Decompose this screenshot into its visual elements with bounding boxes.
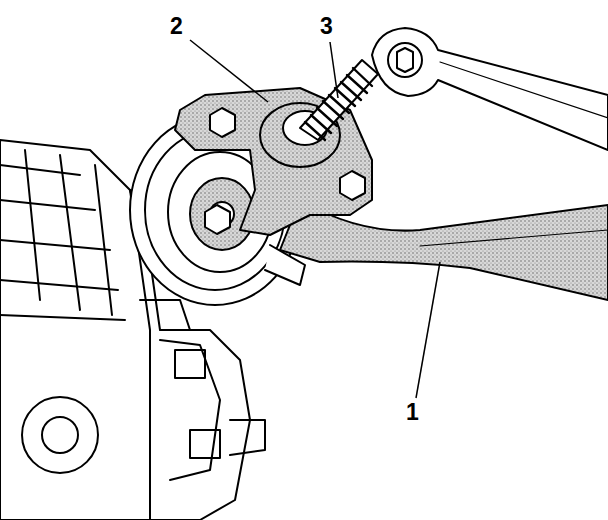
callout-number: 1: [404, 400, 421, 425]
callout-number: 3: [318, 14, 335, 39]
callout-number: 2: [168, 14, 185, 39]
